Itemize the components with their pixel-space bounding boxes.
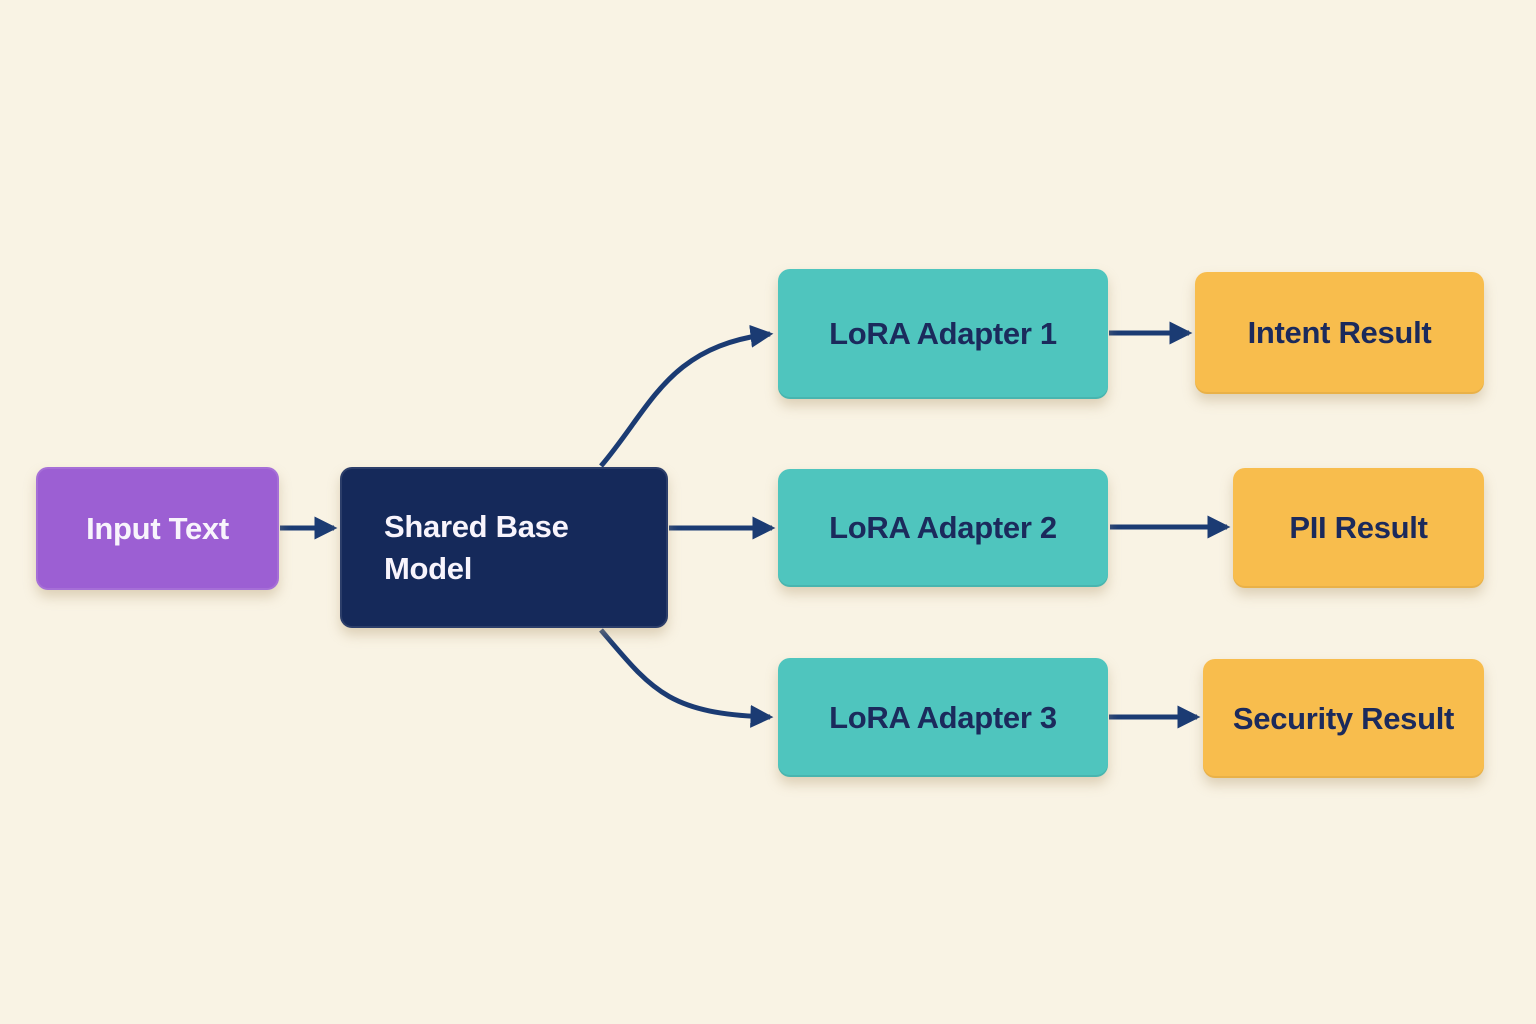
node-shared-base-model-label: Shared Base Model — [384, 508, 569, 586]
node-intent-result-label: Intent Result — [1247, 315, 1432, 350]
node-lora-adapter-1-label: LoRA Adapter 1 — [829, 316, 1057, 351]
arrow-base-to-adapter3 — [599, 628, 774, 728]
node-security-result: Security Result — [1203, 659, 1484, 778]
node-lora-adapter-2: LoRA Adapter 2 — [778, 469, 1108, 587]
node-input-text-label: Input Text — [86, 510, 229, 546]
node-lora-adapter-2-label: LoRA Adapter 2 — [829, 510, 1057, 545]
node-lora-adapter-3: LoRA Adapter 3 — [778, 658, 1108, 777]
arrow-base-to-adapter1 — [599, 324, 774, 468]
node-pii-result-label: PII Result — [1289, 510, 1428, 545]
node-security-result-label: Security Result — [1232, 700, 1455, 736]
node-intent-result: Intent Result — [1195, 272, 1484, 394]
node-lora-adapter-3-label: LoRA Adapter 3 — [829, 699, 1057, 735]
node-pii-result: PII Result — [1233, 468, 1484, 588]
node-input-text: Input Text — [36, 467, 279, 590]
node-shared-base-model: Shared Base Model — [340, 467, 668, 628]
node-lora-adapter-1: LoRA Adapter 1 — [778, 269, 1108, 399]
